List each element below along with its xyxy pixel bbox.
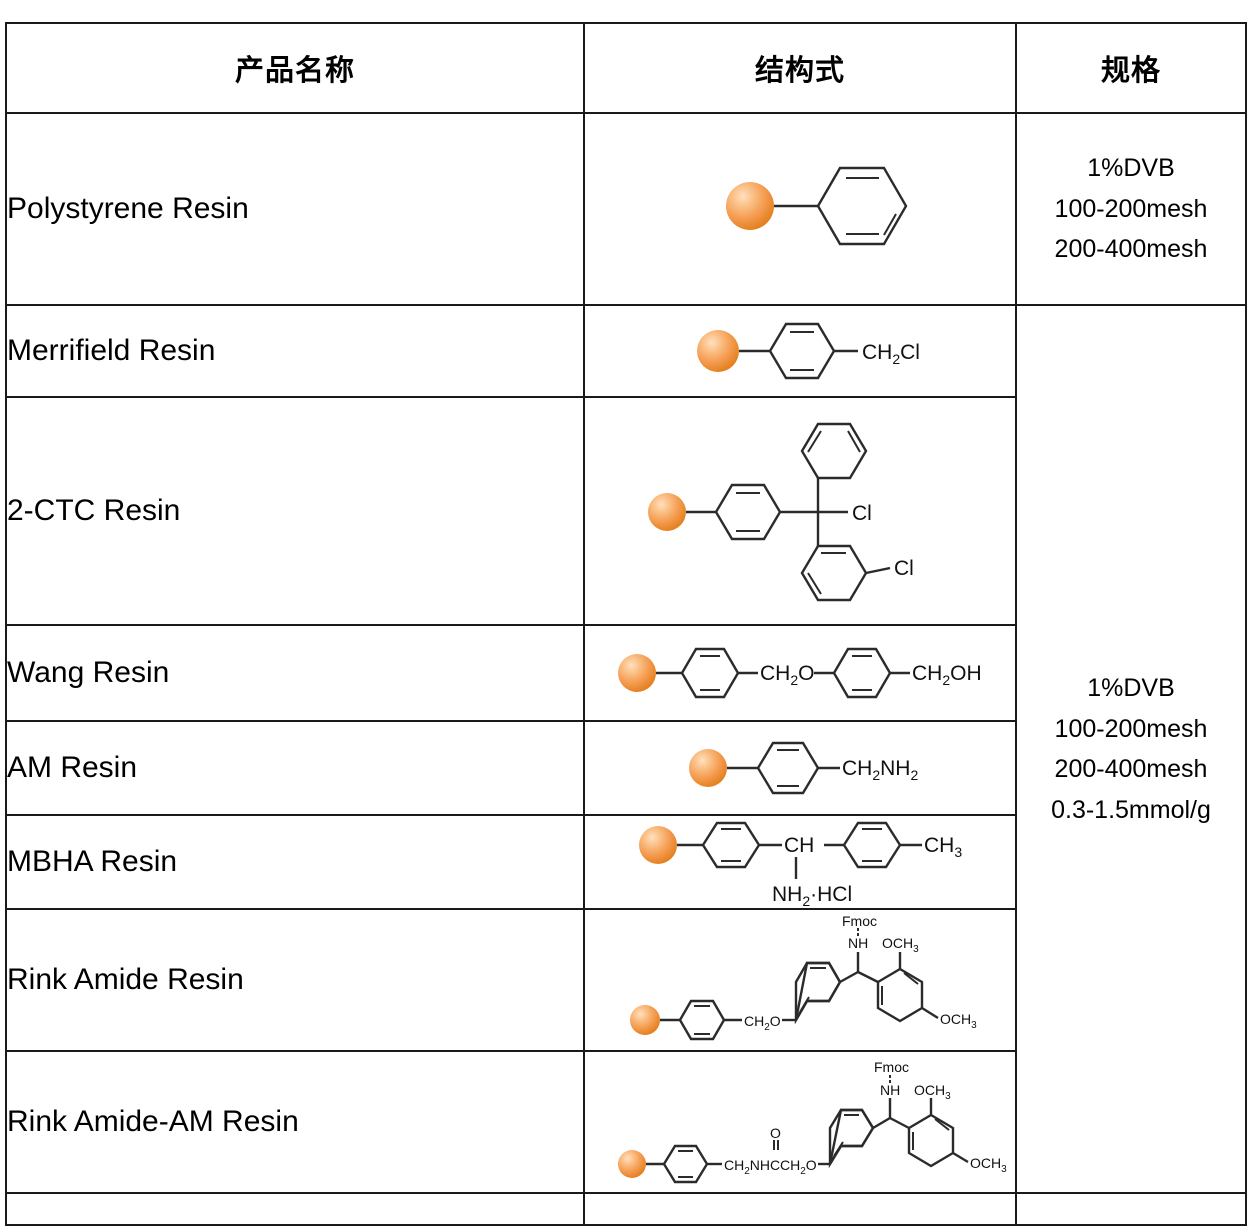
2ctc-structure-diagram: Cl Cl: [648, 422, 914, 602]
label-nh-rink: NH: [848, 935, 868, 951]
structure-rink-amide-am: CH2NHC O CH2O NH: [583, 1050, 1017, 1194]
label-ch2o-rink: CH2O: [744, 1013, 781, 1033]
label-och3-top-am: OCH3: [914, 1082, 951, 1102]
table-row: Wang Resin CH2O: [5, 624, 1246, 722]
structure-mbha: CH CH3 NH2·HCl: [583, 814, 1017, 910]
structure-partial: [583, 1192, 1017, 1226]
structure-rink-amide: CH2O NH Fmoc: [583, 908, 1017, 1052]
product-name-rink-amide: Rink Amide Resin: [5, 908, 585, 1052]
label-ch3: CH3: [924, 834, 962, 860]
structure-wang: CH2O CH2OH: [583, 624, 1017, 722]
table-row: Rink Amide Resin CH2O: [5, 908, 1246, 1052]
am-structure-diagram: CH2NH2: [689, 741, 918, 795]
header-structure: 结构式: [583, 22, 1017, 114]
resin-bead-icon: [648, 493, 686, 531]
product-name-2ctc: 2-CTC Resin: [5, 396, 585, 626]
resin-bead-icon: [618, 654, 656, 692]
product-name-rink-amide-am: Rink Amide-AM Resin: [5, 1050, 585, 1194]
label-fmoc-rink: Fmoc: [842, 913, 877, 929]
resin-bead-icon: [726, 182, 774, 230]
rink-amide-structure-diagram: CH2O NH Fmoc: [630, 913, 977, 1041]
spec-line: 200-400mesh: [1054, 235, 1208, 264]
label-nh2-hcl: NH2·HCl: [772, 883, 852, 907]
product-name-am: AM Resin: [5, 720, 585, 816]
spec-line: 100-200mesh: [1054, 714, 1208, 743]
merrifield-structure-diagram: CH2Cl: [697, 322, 920, 380]
table-header-row: 产品名称 结构式 规格: [5, 22, 1247, 114]
table-row-partial: [5, 1192, 1247, 1226]
label-ch: CH: [784, 834, 814, 857]
structure-polystyrene: [583, 112, 1017, 306]
resin-bead-icon: [630, 1005, 660, 1035]
table-row: 2-CTC Resin: [5, 396, 1246, 626]
spec-line: 1%DVB: [1087, 154, 1175, 183]
label-nh-rink-am: NH: [880, 1082, 900, 1098]
resin-bead-icon: [618, 1150, 646, 1178]
table-row: MBHA Resin CH: [5, 814, 1246, 910]
label-och3-top: OCH3: [882, 935, 919, 955]
spec-cell-group-1: 1%DVB 100-200mesh 200-400mesh: [1015, 112, 1247, 306]
header-product-name: 产品名称: [5, 22, 585, 114]
label-ch2o: CH2O: [760, 662, 814, 688]
table-row: AM Resin CH2NH2: [5, 720, 1246, 816]
spec-line: 200-400mesh: [1054, 755, 1208, 783]
structure-merrifield: CH2Cl: [583, 304, 1017, 398]
table-row: Merrifield Resin CH2Cl 1%DVB 100-200mesh: [5, 304, 1247, 1194]
page-sheet: 产品名称 结构式 规格 Polystyrene Resin: [5, 22, 1247, 1226]
label-ch2nhc: CH2NHC: [724, 1157, 780, 1177]
header-specification: 规格: [1015, 22, 1247, 114]
spec-cell-partial: [1015, 1192, 1247, 1226]
structure-am: CH2NH2: [583, 720, 1017, 816]
label-och3-bottom: OCH3: [940, 1011, 977, 1031]
label-ch2nh2: CH2NH2: [842, 757, 918, 783]
label-ch2o-am: CH2O: [780, 1157, 817, 1177]
product-name-mbha: MBHA Resin: [5, 814, 585, 910]
spec-cell-group-2: 1%DVB 100-200mesh 200-400mesh 0.3-1.5mmo…: [1015, 304, 1247, 1194]
spec-line: 100-200mesh: [1054, 194, 1208, 223]
wang-structure-diagram: CH2O CH2OH: [618, 647, 982, 699]
mbha-structure-diagram: CH CH3 NH2·HCl: [639, 821, 962, 907]
resin-product-table: 产品名称 结构式 规格 Polystyrene Resin: [5, 22, 1247, 1226]
rink-amide-am-structure-diagram: CH2NHC O CH2O NH: [618, 1059, 1007, 1184]
spec-line: 0.3-1.5mmol/g: [1051, 795, 1211, 824]
resin-bead-icon: [697, 330, 739, 372]
resin-bead-icon: [689, 749, 727, 787]
label-cl-1: Cl: [852, 502, 872, 525]
label-ch2cl: CH2Cl: [862, 341, 920, 367]
spec-line: 1%DVB: [1087, 674, 1175, 702]
polystyrene-structure-diagram: [726, 166, 908, 246]
label-ch2oh: CH2OH: [912, 662, 982, 688]
product-name-partial: [5, 1192, 585, 1226]
label-carbonyl-o: O: [770, 1125, 781, 1141]
product-name-merrifield: Merrifield Resin: [5, 304, 585, 398]
label-och3-bottom-am: OCH3: [970, 1155, 1007, 1175]
label-cl-2: Cl: [894, 557, 914, 580]
structure-2ctc: Cl Cl: [583, 396, 1017, 626]
table-row: Polystyrene Resin 1%DVB 100-200mesh 200-…: [5, 112, 1247, 306]
product-name-polystyrene: Polystyrene Resin: [5, 112, 585, 306]
label-fmoc-rink-am: Fmoc: [874, 1059, 909, 1075]
product-name-wang: Wang Resin: [5, 624, 585, 722]
resin-bead-icon: [639, 826, 677, 864]
table-row: Rink Amide-AM Resin CH2NHC O: [5, 1050, 1246, 1194]
